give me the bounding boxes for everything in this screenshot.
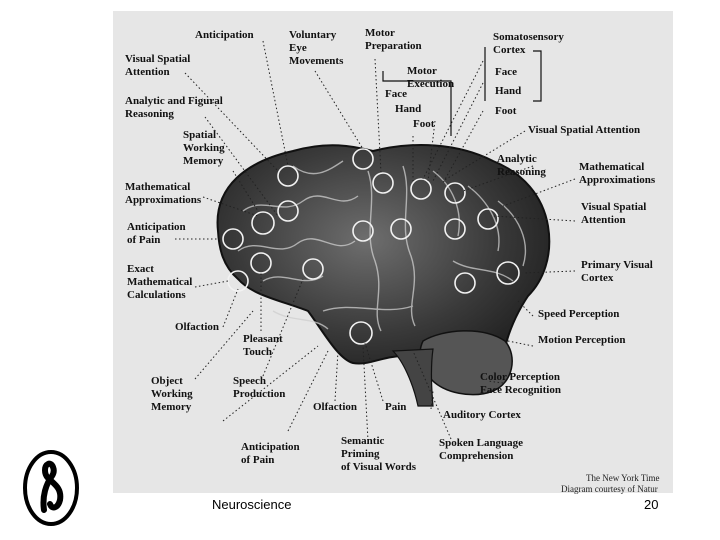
label-auditory-cortex: Auditory Cortex: [443, 409, 521, 421]
label-somato-foot: Foot: [495, 105, 517, 117]
label-pain: Pain: [385, 401, 407, 413]
gyri-texture: [237, 160, 527, 332]
label-somatosensory-cortex: Somatosensory Cortex: [493, 31, 564, 56]
page-number: 20: [644, 497, 659, 512]
label-semantic-priming: Semantic Priming of Visual Words: [341, 435, 416, 473]
label-object-working-memory: Object Working Memory: [151, 375, 193, 413]
label-motor-face: Face: [385, 88, 407, 100]
label-somato-hand: Hand: [495, 85, 522, 97]
label-color-face-recognition: Color Perception Face Recognition: [480, 371, 561, 396]
footer-title: Neuroscience: [212, 497, 292, 512]
label-olfaction-left: Olfaction: [175, 321, 219, 333]
label-anticipation-pain-bottom: Anticipation of Pain: [241, 441, 300, 466]
label-analytic-figural-reasoning: Analytic and Figural Reasoning: [125, 95, 223, 120]
label-primary-visual-cortex: Primary Visual Cortex: [581, 259, 653, 284]
label-olfaction-bottom: Olfaction: [313, 401, 357, 413]
label-visual-spatial-attention-right: Visual Spatial Attention: [581, 201, 647, 226]
brainstem-shape: [391, 348, 434, 407]
label-motor-hand: Hand: [395, 103, 422, 115]
label-pleasant-touch: Pleasant Touch: [243, 333, 283, 358]
label-analytic-reasoning: Analytic Reasoning: [497, 153, 546, 178]
logo: [22, 448, 80, 533]
brain-illustration: [175, 40, 576, 442]
credit-line-2: Diagram courtesy of Natur: [561, 484, 658, 494]
label-motor-execution: Motor Execution: [407, 65, 455, 90]
label-math-approx-left: Mathematical Approximations: [125, 181, 202, 206]
label-speed-perception: Speed Perception: [538, 308, 620, 320]
label-anticipation: Anticipation: [195, 29, 254, 41]
label-motor-foot: Foot: [413, 118, 435, 130]
region-markers: [222, 148, 520, 345]
label-speech-production: Speech Production: [233, 375, 286, 400]
brain-shape: [216, 144, 551, 384]
brain-diagram: Anticipation Voluntary Eye Movements Mot…: [113, 11, 673, 494]
label-visual-spatial-attention-left: Visual Spatial Attention: [125, 53, 191, 78]
label-voluntary-eye-movements: Voluntary Eye Movements: [289, 29, 344, 67]
leader-lines: [175, 40, 576, 442]
label-exact-math: Exact Mathematical Calculations: [127, 263, 193, 301]
label-motor-preparation: Motor Preparation: [365, 27, 422, 52]
label-motion-perception: Motion Perception: [538, 334, 626, 346]
label-math-approx-right: Mathematical Approximations: [579, 161, 656, 186]
label-spatial-working-memory: Spatial Working Memory: [183, 129, 225, 167]
brackets: [382, 47, 542, 136]
label-visual-spatial-attention-top: Visual Spatial Attention: [528, 124, 641, 136]
label-somato-face: Face: [495, 66, 517, 78]
label-anticipation-pain-left: Anticipation of Pain: [127, 221, 186, 246]
label-spoken-language: Spoken Language Comprehension: [439, 437, 524, 462]
credit-line-1: The New York Time: [586, 473, 660, 483]
